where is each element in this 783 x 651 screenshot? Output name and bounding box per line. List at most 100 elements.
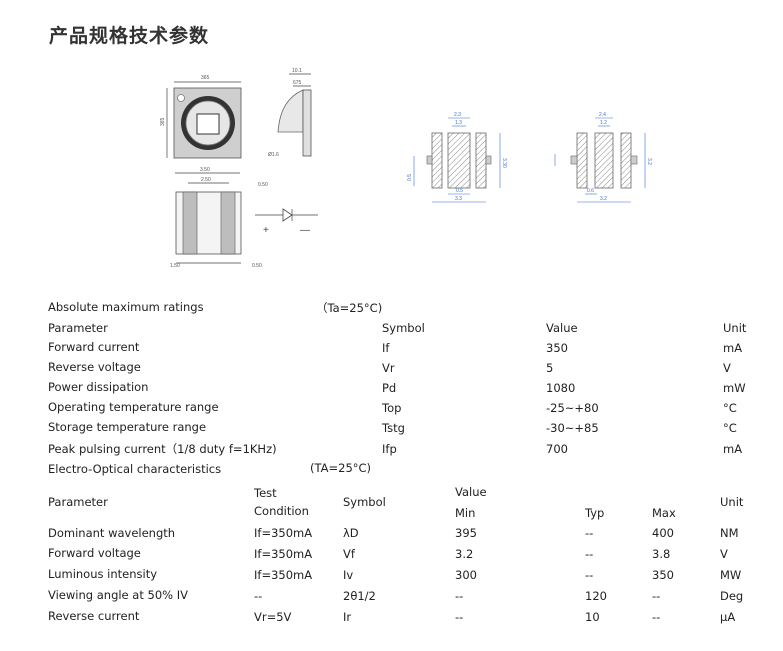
- abs-row-value: 1080: [546, 381, 576, 395]
- dim-bottom-right: 0.50: [252, 263, 262, 269]
- abs-row-unit: mW: [723, 381, 746, 395]
- abs-row-param: Operating temperature range: [48, 400, 219, 414]
- abs-row-param: Power dissipation: [48, 380, 149, 394]
- dim-lens-dia: Ø1.6: [268, 152, 279, 158]
- eo-row-unit: μA: [720, 610, 736, 624]
- abs-row-unit: °C: [723, 421, 737, 435]
- eo-row-min: 3.2: [455, 547, 474, 561]
- package-drawing: 365 365 10.1 675 Ø1.6 3.50 2.50 0.50 1.5…: [160, 68, 652, 269]
- eo-header-max: Max: [652, 506, 676, 520]
- abs-row-unit: mA: [723, 341, 743, 355]
- dim-front-right: 0.50: [258, 182, 268, 188]
- eo-header-unit: Unit: [720, 495, 744, 509]
- pad1-bottom-outer: 3.3: [455, 196, 462, 202]
- pad-layout-1: 2.3 1.3 3.30 0.5 0.5 3.3: [407, 112, 507, 203]
- pad1-top-outer: 2.3: [454, 112, 461, 118]
- eo-row-cond: Vr=5V: [254, 610, 292, 624]
- eo-row-unit: Deg: [720, 589, 744, 603]
- pad-layout-2: 2.4 1.2 3.2 0.6 3.2: [554, 112, 652, 203]
- abs-row-value: 350: [546, 341, 568, 355]
- dim-side-width: 10.1: [292, 68, 302, 74]
- abs-row-param: Peak pulsing current（1/8 duty f=1KHz): [48, 442, 277, 456]
- eo-condition: (TA=25°C): [310, 461, 372, 475]
- abs-row-value: 700: [546, 442, 568, 456]
- abs-row-value: -25~+80: [546, 401, 599, 415]
- eo-row-unit: NM: [720, 526, 739, 540]
- top-view: 365 365: [160, 75, 242, 159]
- eo-row-symbol: Iv: [343, 568, 354, 582]
- eo-header-condition: Condition: [254, 504, 309, 518]
- dim-top-height: 365: [160, 117, 166, 126]
- abs-row-param: Reverse voltage: [48, 360, 141, 374]
- pad2-bottom-outer: 3.2: [600, 196, 607, 202]
- dim-top-width: 365: [201, 75, 210, 81]
- eo-row-symbol: Ir: [343, 610, 352, 624]
- eo-row-symbol: 2θ1/2: [343, 589, 376, 603]
- pad1-bottom-mid: 0.5: [456, 188, 463, 194]
- abs-row-param: Storage temperature range: [48, 420, 207, 434]
- abs-header-symbol: Symbol: [382, 321, 425, 335]
- side-view: 10.1 675 Ø1.6: [268, 68, 312, 158]
- eo-row-cond: If=350mA: [254, 526, 313, 540]
- eo-row-max: --: [652, 589, 661, 603]
- front-view: 3.50 2.50 0.50 1.50 0.50: [170, 167, 268, 269]
- diode-symbol: + —: [255, 208, 318, 236]
- abs-row-param: Forward current: [48, 340, 140, 354]
- abs-row-unit: V: [723, 361, 731, 375]
- abs-row-unit: °C: [723, 401, 737, 415]
- eo-row-max: --: [652, 610, 661, 624]
- eo-row-max: 3.8: [652, 547, 671, 561]
- eo-row-min: --: [455, 589, 464, 603]
- abs-row-symbol: Top: [382, 401, 402, 415]
- eo-row-unit: MW: [720, 568, 742, 582]
- abs-ratings-condition: （Ta=25°C): [316, 301, 383, 315]
- abs-ratings-heading: Absolute maximum ratings: [48, 300, 204, 314]
- anode-label: +: [263, 225, 269, 236]
- abs-header-param: Parameter: [48, 321, 108, 335]
- eo-header-symbol: Symbol: [343, 495, 386, 509]
- abs-row-symbol: Vr: [382, 361, 395, 375]
- abs-header-value: Value: [546, 321, 578, 335]
- abs-row-symbol: Tstg: [382, 421, 405, 435]
- abs-header-unit: Unit: [723, 321, 747, 335]
- abs-row-unit: mA: [723, 442, 743, 456]
- pad2-bottom-left: 0.6: [587, 188, 594, 194]
- dim-front-inner: 2.50: [201, 177, 211, 183]
- dim-bottom-left: 1.50: [170, 263, 180, 269]
- eo-row-cond: If=350mA: [254, 547, 313, 561]
- eo-row-typ: --: [585, 547, 594, 561]
- abs-row-symbol: If: [382, 341, 390, 355]
- pad2-top-outer: 2.4: [599, 112, 606, 118]
- eo-row-typ: 120: [585, 589, 607, 603]
- pad1-left: 0.5: [407, 174, 413, 181]
- eo-row-typ: 10: [585, 610, 600, 624]
- eo-row-min: 395: [455, 526, 477, 540]
- pad1-top-inner: 1.3: [455, 120, 462, 126]
- eo-row-param: Viewing angle at 50% IV: [48, 588, 188, 602]
- eo-row-param: Reverse current: [48, 609, 140, 623]
- eo-header-min: Min: [455, 506, 476, 520]
- eo-row-min: --: [455, 610, 464, 624]
- dim-side-inner: 675: [293, 80, 302, 86]
- eo-header-value: Value: [455, 485, 487, 499]
- eo-row-unit: V: [720, 547, 728, 561]
- eo-header-param: Parameter: [48, 495, 108, 509]
- eo-row-min: 300: [455, 568, 477, 582]
- eo-header-test: Test: [254, 486, 277, 500]
- eo-header-typ: Typ: [585, 506, 605, 520]
- eo-row-cond: --: [254, 589, 263, 603]
- eo-heading: Electro-Optical characteristics: [48, 462, 222, 476]
- eo-row-max: 350: [652, 568, 674, 582]
- pad1-height: 3.30: [501, 158, 507, 168]
- abs-row-symbol: Ifp: [382, 442, 397, 456]
- eo-row-symbol: Vf: [343, 547, 355, 561]
- eo-row-param: Dominant wavelength: [48, 526, 176, 540]
- page-title: 产品规格技术参数: [49, 25, 210, 47]
- pad2-top-inner: 1.2: [600, 120, 607, 126]
- eo-row-max: 400: [652, 526, 674, 540]
- eo-row-symbol: λD: [343, 526, 359, 540]
- abs-row-symbol: Pd: [382, 381, 397, 395]
- eo-row-param: Luminous intensity: [48, 567, 158, 581]
- eo-row-typ: --: [585, 526, 594, 540]
- eo-row-typ: --: [585, 568, 594, 582]
